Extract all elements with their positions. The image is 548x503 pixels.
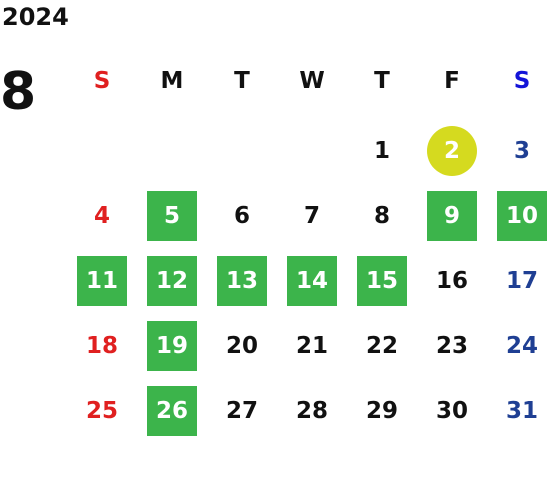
- day-cell-31[interactable]: 31: [505, 398, 538, 424]
- day-cell-20[interactable]: 20: [225, 333, 258, 359]
- month-number: 8: [0, 62, 37, 122]
- weekday-wed: W: [299, 68, 325, 94]
- day-cell-4[interactable]: 4: [93, 203, 110, 229]
- day-cell-29[interactable]: 29: [365, 398, 398, 424]
- day-cell-8[interactable]: 8: [373, 203, 390, 229]
- day-cell-23[interactable]: 23: [435, 333, 468, 359]
- day-cell-10[interactable]: 10: [497, 191, 547, 241]
- day-cell-16[interactable]: 16: [435, 268, 468, 294]
- day-cell-15[interactable]: 15: [357, 256, 407, 306]
- weekday-fri: F: [444, 68, 460, 94]
- day-cell-13[interactable]: 13: [217, 256, 267, 306]
- weekday-tue: T: [234, 68, 250, 94]
- day-cell-6[interactable]: 6: [233, 203, 250, 229]
- day-cell-7[interactable]: 7: [303, 203, 320, 229]
- day-cell-18[interactable]: 18: [85, 333, 118, 359]
- day-cell-28[interactable]: 28: [295, 398, 328, 424]
- day-cell-11[interactable]: 11: [77, 256, 127, 306]
- day-cell-2-today[interactable]: 2: [427, 126, 477, 176]
- day-cell-17[interactable]: 17: [505, 268, 538, 294]
- day-cell-12[interactable]: 12: [147, 256, 197, 306]
- day-cell-19[interactable]: 19: [147, 321, 197, 371]
- day-cell-9[interactable]: 9: [427, 191, 477, 241]
- day-cell-24[interactable]: 24: [505, 333, 538, 359]
- weekday-thu: T: [374, 68, 390, 94]
- day-cell-5[interactable]: 5: [147, 191, 197, 241]
- weekday-sun: S: [93, 68, 111, 94]
- day-cell-1[interactable]: 1: [373, 138, 390, 164]
- year-label: 2024: [2, 3, 69, 31]
- weekday-sat: S: [513, 68, 531, 94]
- weekday-mon: M: [160, 68, 184, 94]
- day-cell-30[interactable]: 30: [435, 398, 468, 424]
- day-cell-26[interactable]: 26: [147, 386, 197, 436]
- day-cell-14[interactable]: 14: [287, 256, 337, 306]
- day-cell-3[interactable]: 3: [513, 138, 530, 164]
- day-cell-27[interactable]: 27: [225, 398, 258, 424]
- day-cell-22[interactable]: 22: [365, 333, 398, 359]
- day-cell-25[interactable]: 25: [85, 398, 118, 424]
- day-cell-21[interactable]: 21: [295, 333, 328, 359]
